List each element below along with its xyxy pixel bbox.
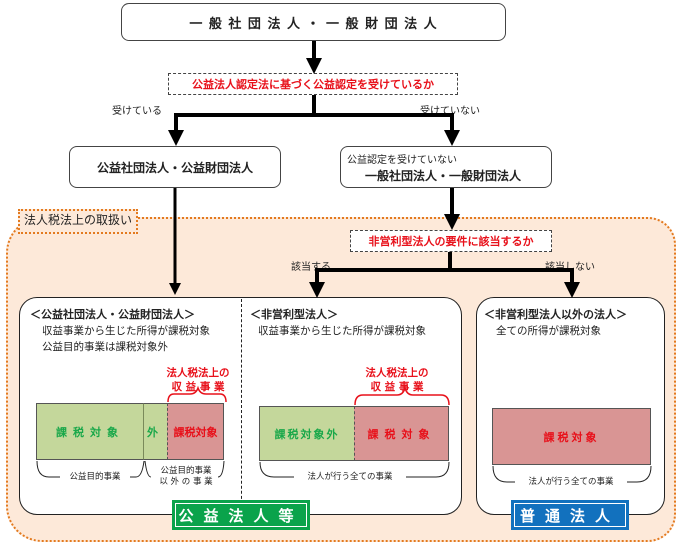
other-taxable-segment: 課税対象	[492, 408, 651, 465]
bracket-label-line-1: 法人税法上の	[166, 367, 230, 379]
other-panel-title: ＜非営利型法人以外の法人＞	[484, 308, 627, 321]
public-corporation-node: 公益社団法人・公益財団法人	[69, 146, 281, 188]
nonprofit-profit-bracket	[354, 385, 450, 406]
nonprofit-taxable-segment: 課税対象	[354, 406, 449, 461]
applicable-label: 該当する	[291, 262, 331, 273]
ordinary-corporation-badge: 普通法人	[511, 500, 629, 530]
nonprofit-all-business-label: 法人が行う全ての事業	[294, 472, 406, 483]
public-panel-line-1: 収益事業から生じた所得が課税対象	[42, 325, 210, 337]
other-business-label: 公益目的事業 以 外 の 事 業	[150, 466, 222, 488]
not-applicable-label: 該当しない	[545, 262, 595, 273]
panel-divider	[241, 299, 242, 514]
nonprofit-panel-line-1: 収益事業から生じた所得が課税対象	[258, 325, 426, 337]
branch-no-label: 受けていない	[420, 106, 480, 117]
other-panel-line-1: 全ての所得が課税対象	[496, 325, 601, 337]
nonprofit-profit-business-label: 法人税法上の 収 益 事 業	[352, 366, 442, 394]
tax-treatment-label: 法人税法上の取扱い	[18, 209, 139, 234]
public-profit-business-label: 法人税法上の 収 益 事 業	[163, 366, 233, 394]
public-purpose-business-label: 公益目的事業	[60, 472, 130, 483]
other-all-business-label: 法人が行う全ての事業	[515, 477, 627, 488]
nonprofit-all-bracket	[259, 461, 450, 478]
public-purpose-bracket	[36, 460, 145, 478]
public-nontaxable-tail-segment: 外	[143, 403, 167, 460]
public-panel-line-2: 公益目的事業は課税対象外	[42, 341, 168, 353]
general-corporation-box: 一 般 社 団 法 人 ・ 一 般 財 団 法 人	[121, 3, 506, 41]
nonprofit-panel-title: ＜非営利型法人＞	[250, 308, 338, 321]
public-panel-title: ＜公益社団法人・公益財団法人＞	[30, 308, 195, 321]
non-certified-title: 一般社団法人・一般財団法人	[365, 169, 522, 183]
other-business-bracket	[144, 460, 225, 478]
public-profit-bracket	[167, 385, 227, 403]
public-taxable-segment: 課税対象	[167, 403, 224, 460]
nonprofit-requirement-question: 非営利型法人の要件に該当するか	[350, 230, 552, 252]
public-nontaxable-segment: 課税対象	[36, 403, 143, 460]
non-certified-subtitle: 公益認定を受けていない	[347, 155, 457, 166]
public-interest-badge: 公益法人等	[172, 500, 310, 530]
branch-yes-label: 受けている	[112, 106, 162, 117]
other-business-line-1: 公益目的事業	[160, 466, 212, 476]
other-all-bracket	[492, 465, 652, 483]
other-business-line-2: 以 外 の 事 業	[159, 477, 213, 487]
nonprofit-nontaxable-segment: 課税対象外	[259, 406, 354, 461]
non-certified-corporation-node: 公益認定を受けていない 一般社団法人・一般財団法人	[340, 146, 552, 188]
bracket-label-line-1: 法人税法上の	[365, 367, 429, 379]
bracket-label-line-2: 収 益 事 業	[370, 381, 424, 393]
